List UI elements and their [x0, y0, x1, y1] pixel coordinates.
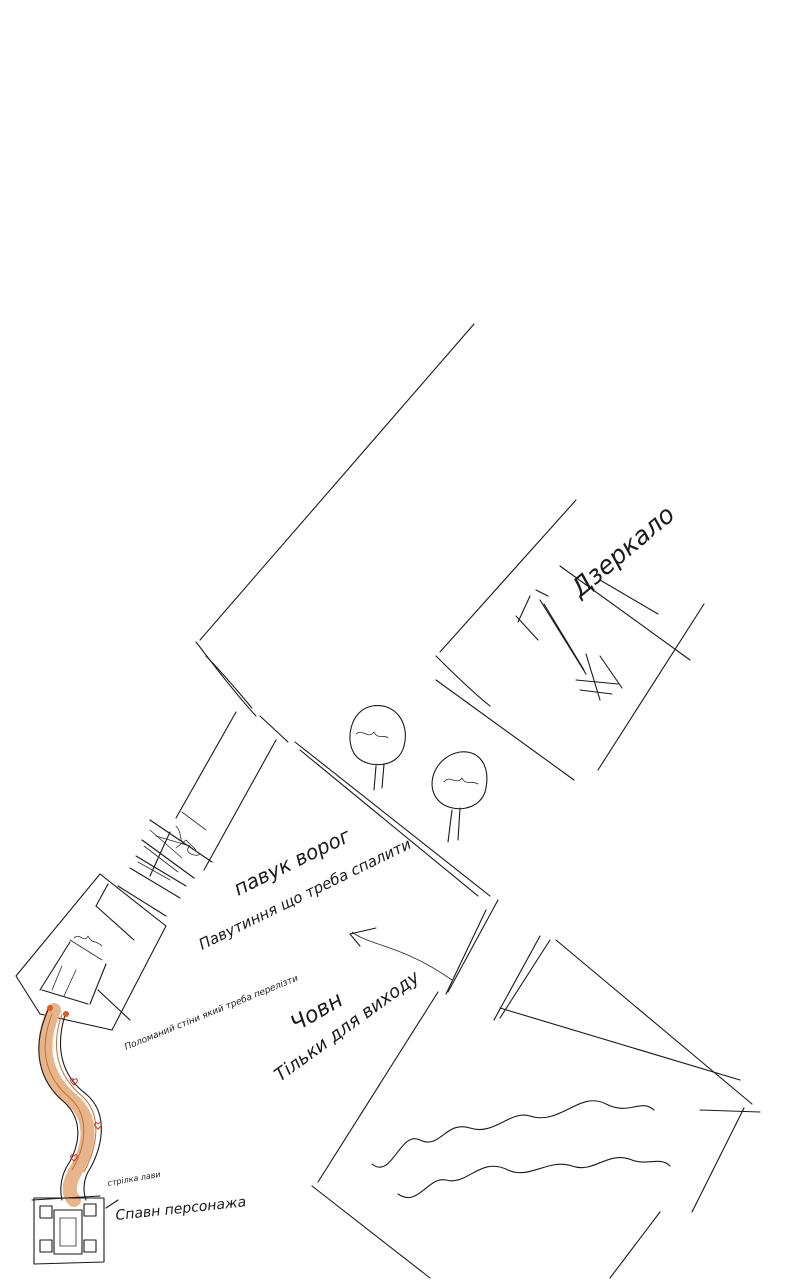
mirror-room: [436, 500, 704, 780]
tree-icon: [350, 706, 405, 790]
water-waves: [372, 1101, 670, 1198]
spawn-label: Спавн персонажа: [115, 1194, 247, 1224]
upper-corridor: [150, 712, 276, 876]
mirror-label: Дзеркало: [564, 500, 680, 604]
lower-room: [312, 928, 760, 1278]
broken-wall-room: [16, 874, 166, 1030]
mirror-icon: [516, 590, 622, 700]
spider-web-area: [118, 812, 212, 916]
broken-wall-label: Поломаний стіни який треба перелізти: [123, 974, 300, 1053]
winding-path: [39, 1005, 102, 1200]
tree-icon: [432, 752, 487, 842]
small-note-label: стрілка лави: [107, 1170, 161, 1188]
